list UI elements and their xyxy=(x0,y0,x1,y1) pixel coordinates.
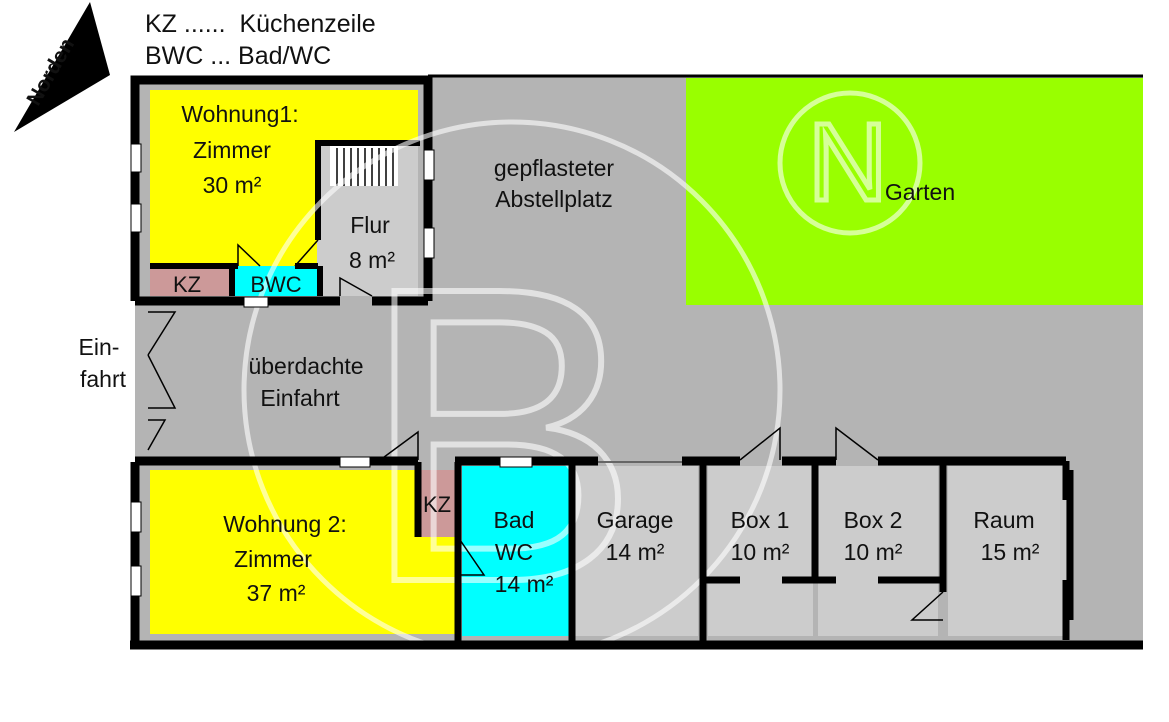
bottom-row-walls xyxy=(130,456,1143,650)
kz2-label: KZ xyxy=(423,492,451,517)
legend-bwc: BWC ... Bad/WC xyxy=(145,42,332,70)
wohnung1-walls xyxy=(130,75,433,306)
bad-line3: 14 m² xyxy=(495,571,554,597)
door-swings xyxy=(147,239,944,621)
bottom-row-partitions xyxy=(414,461,1074,642)
raum-line1: Raum xyxy=(973,507,1034,533)
flur-line1: Flur xyxy=(350,212,390,238)
einfahrt-label: Ein- fahrt xyxy=(79,334,127,392)
wohnung1-line3: 30 m² xyxy=(203,172,262,198)
box2-line1: Box 2 xyxy=(844,507,903,533)
bad-label: Bad WC 14 m² xyxy=(494,507,554,597)
box2-label: Box 2 10 m² xyxy=(844,507,903,565)
einfahrt-line2: fahrt xyxy=(80,366,127,392)
north-arrow-icon: Norden xyxy=(14,2,110,132)
wohnung2-line1: Wohnung 2: xyxy=(223,511,347,537)
wohnung1-label: Wohnung1: Zimmer 30 m² xyxy=(181,101,298,198)
wohnung1-line1: Wohnung1: xyxy=(181,101,298,127)
bad-line2: WC xyxy=(495,539,533,565)
ueberdacht-line1: überdachte xyxy=(248,353,363,379)
watermark-logo: B N xyxy=(241,90,923,673)
wohnung1-line2: Zimmer xyxy=(193,137,271,163)
abstellplatz-label: gepflasteter Abstellplatz xyxy=(494,155,615,212)
einfahrt-line1: Ein- xyxy=(79,334,120,360)
box2-line2: 10 m² xyxy=(844,539,903,565)
box2-area xyxy=(818,466,938,636)
flur-line2: 8 m² xyxy=(349,247,395,273)
bwc1-area xyxy=(232,266,320,296)
ueberdacht-line2: Einfahrt xyxy=(260,385,340,411)
bad-area xyxy=(462,466,570,636)
wohnung2-line3: 37 m² xyxy=(247,580,306,606)
wohnung1-room xyxy=(150,90,418,266)
watermark-small-letter: N xyxy=(808,101,887,224)
wohnung2-room xyxy=(150,470,458,634)
box1-line2: 10 m² xyxy=(731,539,790,565)
garage-area xyxy=(575,466,698,636)
box1-line1: Box 1 xyxy=(731,507,790,533)
wohnung2-label: Wohnung 2: Zimmer 37 m² xyxy=(223,511,347,606)
garage-line1: Garage xyxy=(597,507,674,533)
kz1-label: KZ xyxy=(173,272,201,297)
kz2-area xyxy=(418,470,458,537)
raum-line2: 15 m² xyxy=(981,539,1040,565)
kz1-area xyxy=(150,266,232,296)
ueberdacht-label: überdachte Einfahrt xyxy=(248,353,363,411)
legend-kz: KZ ...... Küchenzeile xyxy=(145,10,376,38)
watermark-large-letter: B xyxy=(360,201,640,670)
bwc1-label: BWC xyxy=(250,272,301,297)
windows xyxy=(130,143,533,597)
box1-label: Box 1 10 m² xyxy=(731,507,790,565)
garten-label: Garten xyxy=(885,179,955,205)
flur-label: Flur 8 m² xyxy=(349,212,395,273)
wohnung2-line2: Zimmer xyxy=(234,546,312,572)
abstellplatz-line2: Abstellplatz xyxy=(495,186,613,212)
bad-line1: Bad xyxy=(494,507,535,533)
raum-label: Raum 15 m² xyxy=(973,507,1039,565)
raum-area xyxy=(948,466,1066,636)
garage-label: Garage 14 m² xyxy=(597,507,674,565)
garage-line2: 14 m² xyxy=(606,539,665,565)
abstellplatz-line1: gepflasteter xyxy=(494,155,615,181)
